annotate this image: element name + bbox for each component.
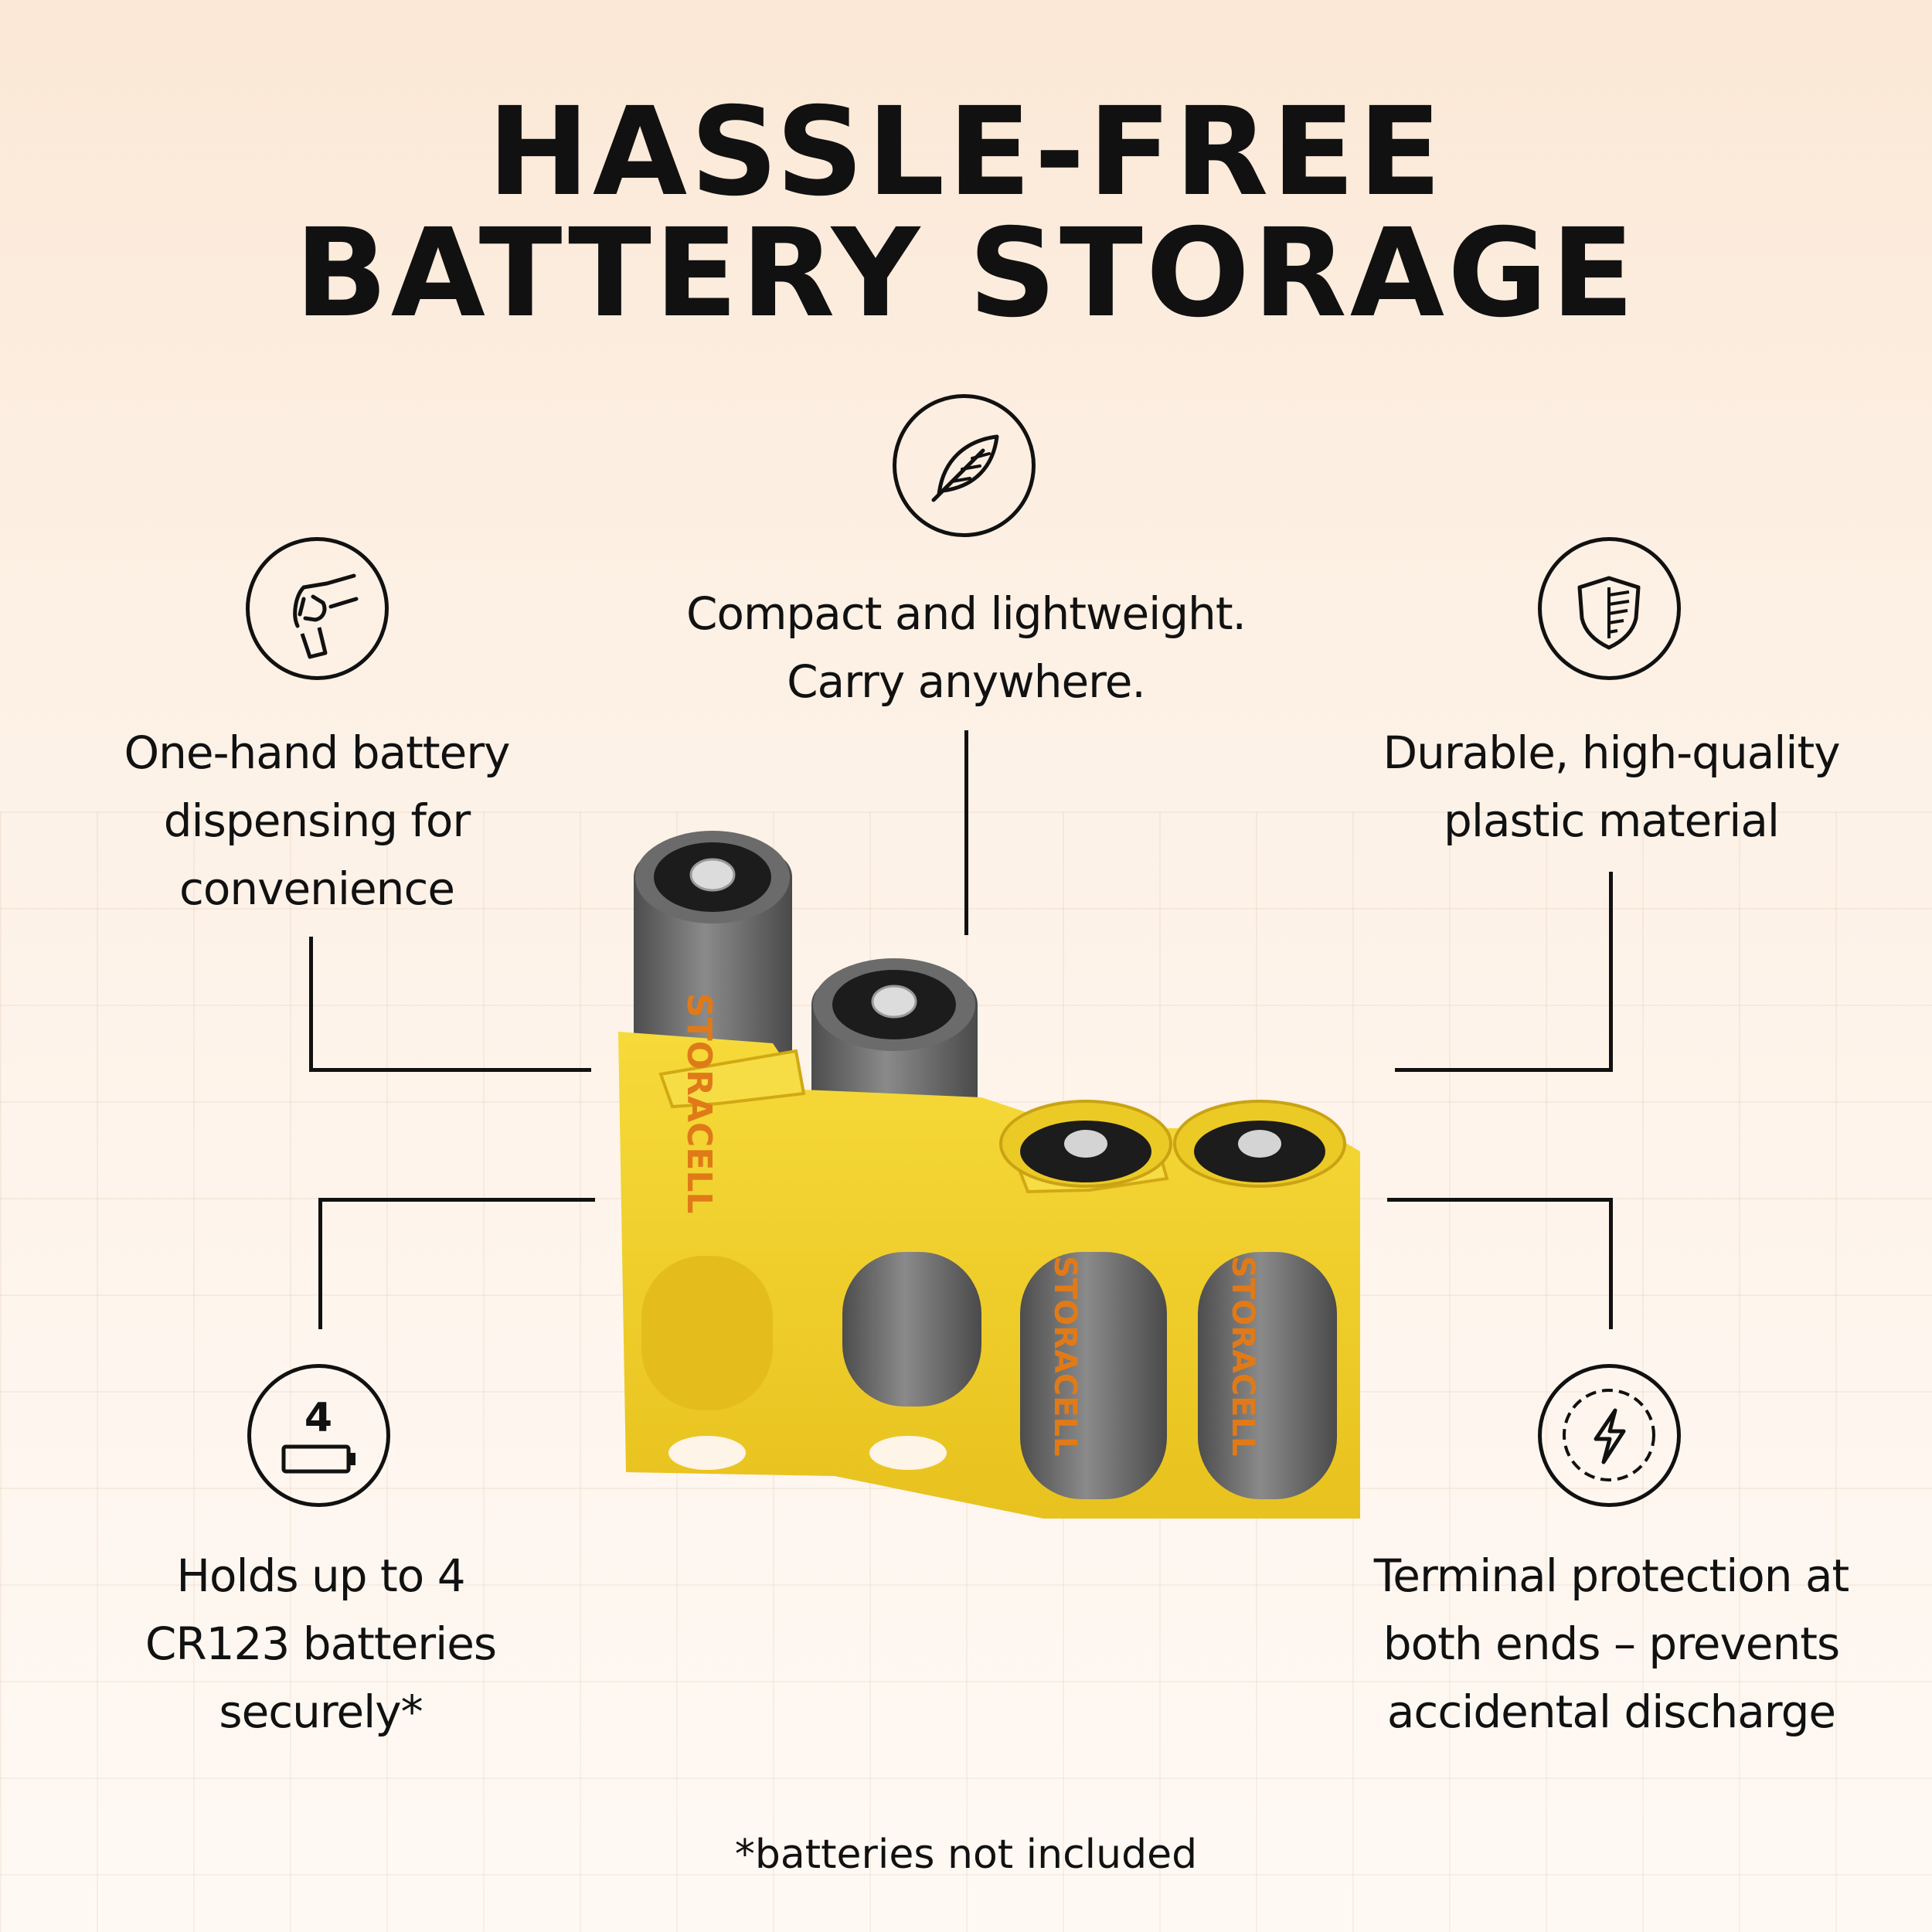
- callout-line-one-hand: [309, 937, 313, 1072]
- battery-brand-label: STORACELL: [679, 993, 719, 1213]
- callout-line-capacity: [318, 1198, 322, 1329]
- callout-line-one-hand: [309, 1068, 591, 1072]
- caption-line: both ends – prevents: [1383, 1617, 1840, 1670]
- callout-line-durable: [1395, 1068, 1613, 1072]
- battery-brand-label: STORACELL: [1225, 1256, 1260, 1457]
- caption-line: Terminal protection at: [1373, 1549, 1850, 1602]
- footnote: *batteries not included: [734, 1832, 1198, 1878]
- battery-count-badge: 4: [304, 1395, 332, 1441]
- shield-icon: [1538, 537, 1681, 680]
- feature-lightweight-caption: Compact and lightweight. Carry anywhere.: [657, 580, 1275, 716]
- case-body: [618, 1032, 1360, 1519]
- callout-line-capacity: [318, 1198, 595, 1202]
- callout-line-durable: [1609, 872, 1613, 1072]
- feather-icon: [893, 394, 1036, 537]
- caption-line: One-hand battery: [124, 726, 510, 779]
- callout-line-terminal: [1609, 1198, 1613, 1329]
- caption-line: plastic material: [1444, 794, 1780, 847]
- battery-count-icon: 4: [247, 1364, 390, 1507]
- headline-line-2: BATTERY STORAGE: [294, 202, 1638, 345]
- caption-line: accidental discharge: [1386, 1685, 1836, 1738]
- caption-line: Carry anywhere.: [787, 655, 1146, 708]
- callout-line-lightweight: [964, 730, 968, 935]
- feature-one-hand-caption: One-hand battery dispensing for convenie…: [85, 719, 549, 923]
- feature-durable-caption: Durable, high-quality plastic material: [1302, 719, 1920, 855]
- caption-line: Compact and lightweight.: [686, 587, 1247, 640]
- caption-line: Durable, high-quality: [1383, 726, 1840, 779]
- caption-line: CR123 batteries securely*: [145, 1617, 497, 1738]
- feature-terminal-caption: Terminal protection at both ends – preve…: [1314, 1542, 1909, 1746]
- caption-line: convenience: [179, 862, 455, 915]
- battery-case-product-image: STORACELL STORACELL STORACELL: [618, 831, 1360, 1519]
- caption-line: dispensing for: [163, 794, 471, 847]
- headline-line-1: HASSLE-FREE: [487, 81, 1445, 223]
- callout-line-terminal: [1387, 1198, 1613, 1202]
- hand-dispense-icon: [246, 537, 389, 680]
- lightning-icon: [1538, 1364, 1681, 1507]
- feature-capacity-caption: Holds up to 4 CR123 batteries securely*: [46, 1542, 595, 1746]
- battery-brand-label: STORACELL: [1047, 1256, 1083, 1457]
- caption-line: Holds up to 4: [176, 1549, 465, 1602]
